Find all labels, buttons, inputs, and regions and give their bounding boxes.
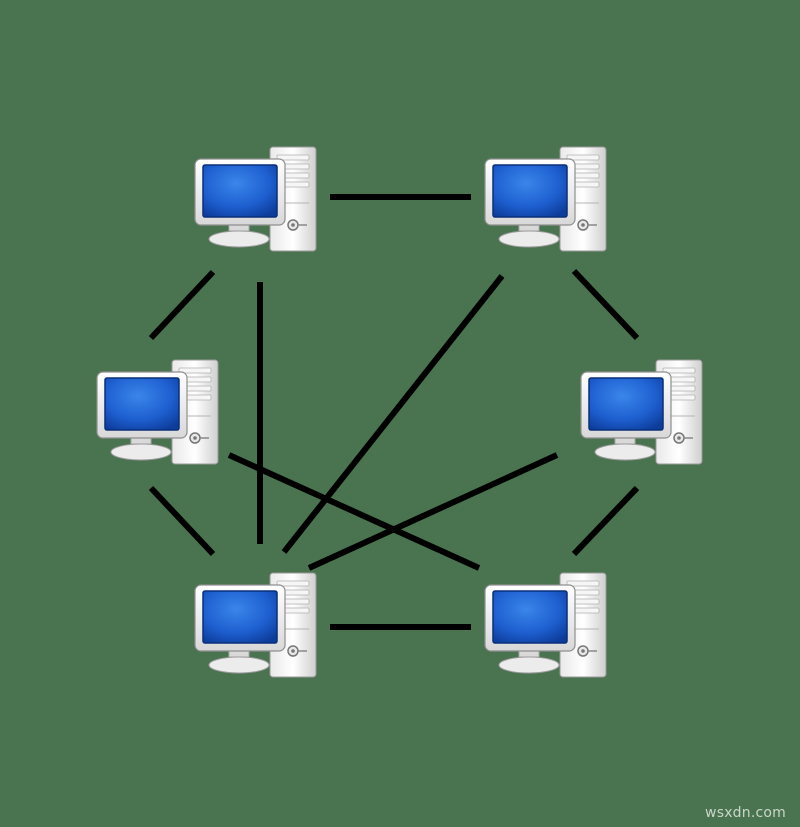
monitor-stand [208,220,270,248]
monitor-icon [484,584,576,652]
link-top-left-to-middle-left [148,269,216,341]
screen [104,377,180,431]
screen [202,590,278,644]
monitor-stand [594,433,656,461]
link-top-right-to-bottom-left [281,274,505,554]
monitor-stand [498,646,560,674]
screen [492,164,568,218]
monitor-stand [110,433,172,461]
link-middle-right-to-bottom-right [571,485,640,557]
computers-layer [96,146,703,678]
monitor-icon [580,371,672,439]
watermark-text: wsxdn.com [705,805,786,821]
link-middle-right-to-bottom-left [307,452,559,571]
monitor-stand [208,646,270,674]
computer-icon-middle-left [96,359,219,465]
link-middle-left-to-bottom-left [148,485,216,557]
links-layer [148,194,640,630]
monitor-icon [96,371,188,439]
computer-icon-middle-right [580,359,703,465]
monitor-icon [194,158,286,226]
link-top-right-to-middle-right [571,268,640,341]
computer-icon-top-right [484,146,607,252]
screen [202,164,278,218]
link-middle-left-to-bottom-right [227,452,481,571]
monitor-icon [484,158,576,226]
computer-icon-top-left [194,146,317,252]
computer-icon-bottom-left [194,572,317,678]
screen [588,377,664,431]
computer-icon-bottom-right [484,572,607,678]
screen [492,590,568,644]
monitor-icon [194,584,286,652]
